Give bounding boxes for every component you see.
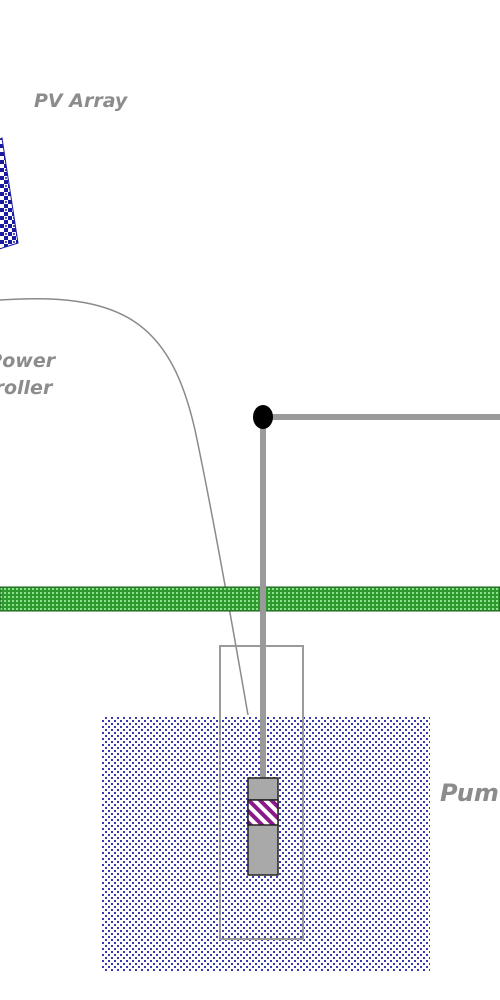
- controller-label-line1: r/Power: [0, 350, 56, 372]
- valve-fitting: [253, 405, 273, 429]
- submersible-pump: [247, 777, 279, 876]
- pump-label: Pum: [440, 779, 499, 807]
- pump-cable: [0, 297, 249, 716]
- controller-label-line2: ntroller: [0, 377, 53, 399]
- pv-array-label: PV Array: [34, 90, 128, 112]
- pv-panel: [0, 137, 19, 250]
- controller-label: r/Power ntroller: [0, 348, 55, 402]
- ground-surface: [0, 586, 500, 612]
